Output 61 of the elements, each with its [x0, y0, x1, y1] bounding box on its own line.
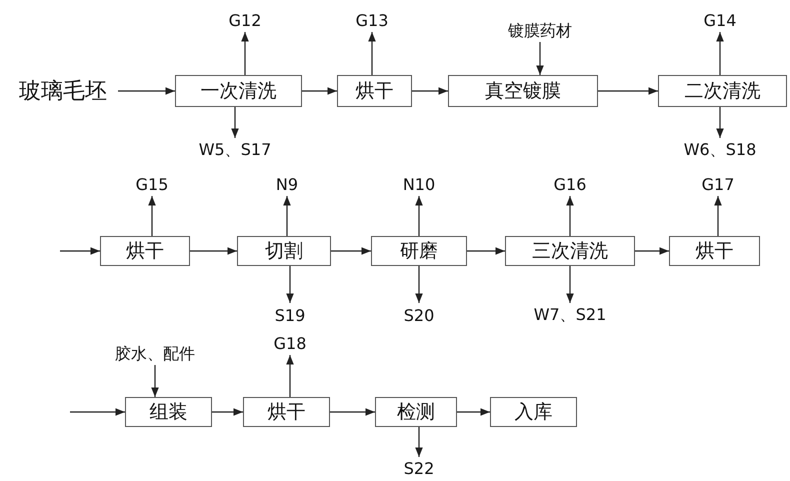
arrow — [635, 247, 669, 255]
arrow — [60, 247, 100, 255]
process-box: 二次清洗 — [658, 75, 787, 107]
stream-label: W7、S21 — [520, 303, 620, 327]
arrow — [283, 196, 291, 236]
arrow — [302, 87, 337, 95]
stream-label: 镀膜药材 — [495, 20, 585, 42]
stream-label: G15 — [132, 172, 172, 196]
stream-label: W6、S18 — [670, 138, 770, 162]
stream-label: S19 — [270, 303, 310, 327]
stream-label: G14 — [700, 8, 740, 32]
process-box: 一次清洗 — [175, 75, 302, 107]
arrow — [368, 32, 376, 75]
arrow — [716, 32, 724, 75]
arrow — [467, 247, 505, 255]
process-box: 切割 — [237, 236, 331, 266]
arrow — [714, 196, 722, 236]
arrow — [148, 196, 156, 236]
process-box: 烘干 — [243, 397, 330, 427]
stream-label: N10 — [397, 172, 441, 196]
arrow — [716, 107, 724, 138]
arrow — [118, 87, 175, 95]
process-box: 入库 — [490, 397, 577, 427]
stream-label: G18 — [270, 331, 310, 355]
arrow — [231, 107, 239, 138]
process-box: 检测 — [375, 397, 457, 427]
stream-label: G12 — [225, 8, 265, 32]
arrow — [330, 408, 375, 416]
arrow — [286, 266, 294, 303]
process-box: 组装 — [125, 397, 212, 427]
arrow — [415, 196, 423, 236]
arrow — [536, 42, 544, 75]
arrow — [286, 355, 294, 397]
arrow — [566, 196, 574, 236]
process-box: 烘干 — [100, 236, 190, 266]
process-box: 烘干 — [337, 75, 412, 107]
stream-label: G13 — [352, 8, 392, 32]
arrow — [241, 32, 249, 75]
stream-label: G17 — [698, 172, 738, 196]
arrow — [151, 365, 159, 397]
stream-label: S22 — [397, 457, 441, 479]
process-box: 烘干 — [669, 236, 760, 266]
stream-label: G16 — [550, 172, 590, 196]
arrow — [412, 87, 448, 95]
stream-label: 胶水、配件 — [105, 343, 205, 365]
arrow — [598, 87, 658, 95]
process-box: 真空镀膜 — [448, 75, 598, 107]
process-box: 三次清洗 — [505, 236, 635, 266]
arrow — [415, 266, 423, 303]
input-label: 玻璃毛坯 — [8, 74, 118, 108]
stream-label: W5、S17 — [185, 138, 285, 162]
stream-label: N9 — [267, 172, 307, 196]
process-box: 研磨 — [371, 236, 467, 266]
arrow — [70, 408, 125, 416]
arrow — [566, 266, 574, 303]
arrow — [190, 247, 237, 255]
arrow — [331, 247, 371, 255]
arrow — [212, 408, 243, 416]
arrow — [457, 408, 490, 416]
arrow — [415, 427, 423, 457]
stream-label: S20 — [397, 303, 441, 327]
